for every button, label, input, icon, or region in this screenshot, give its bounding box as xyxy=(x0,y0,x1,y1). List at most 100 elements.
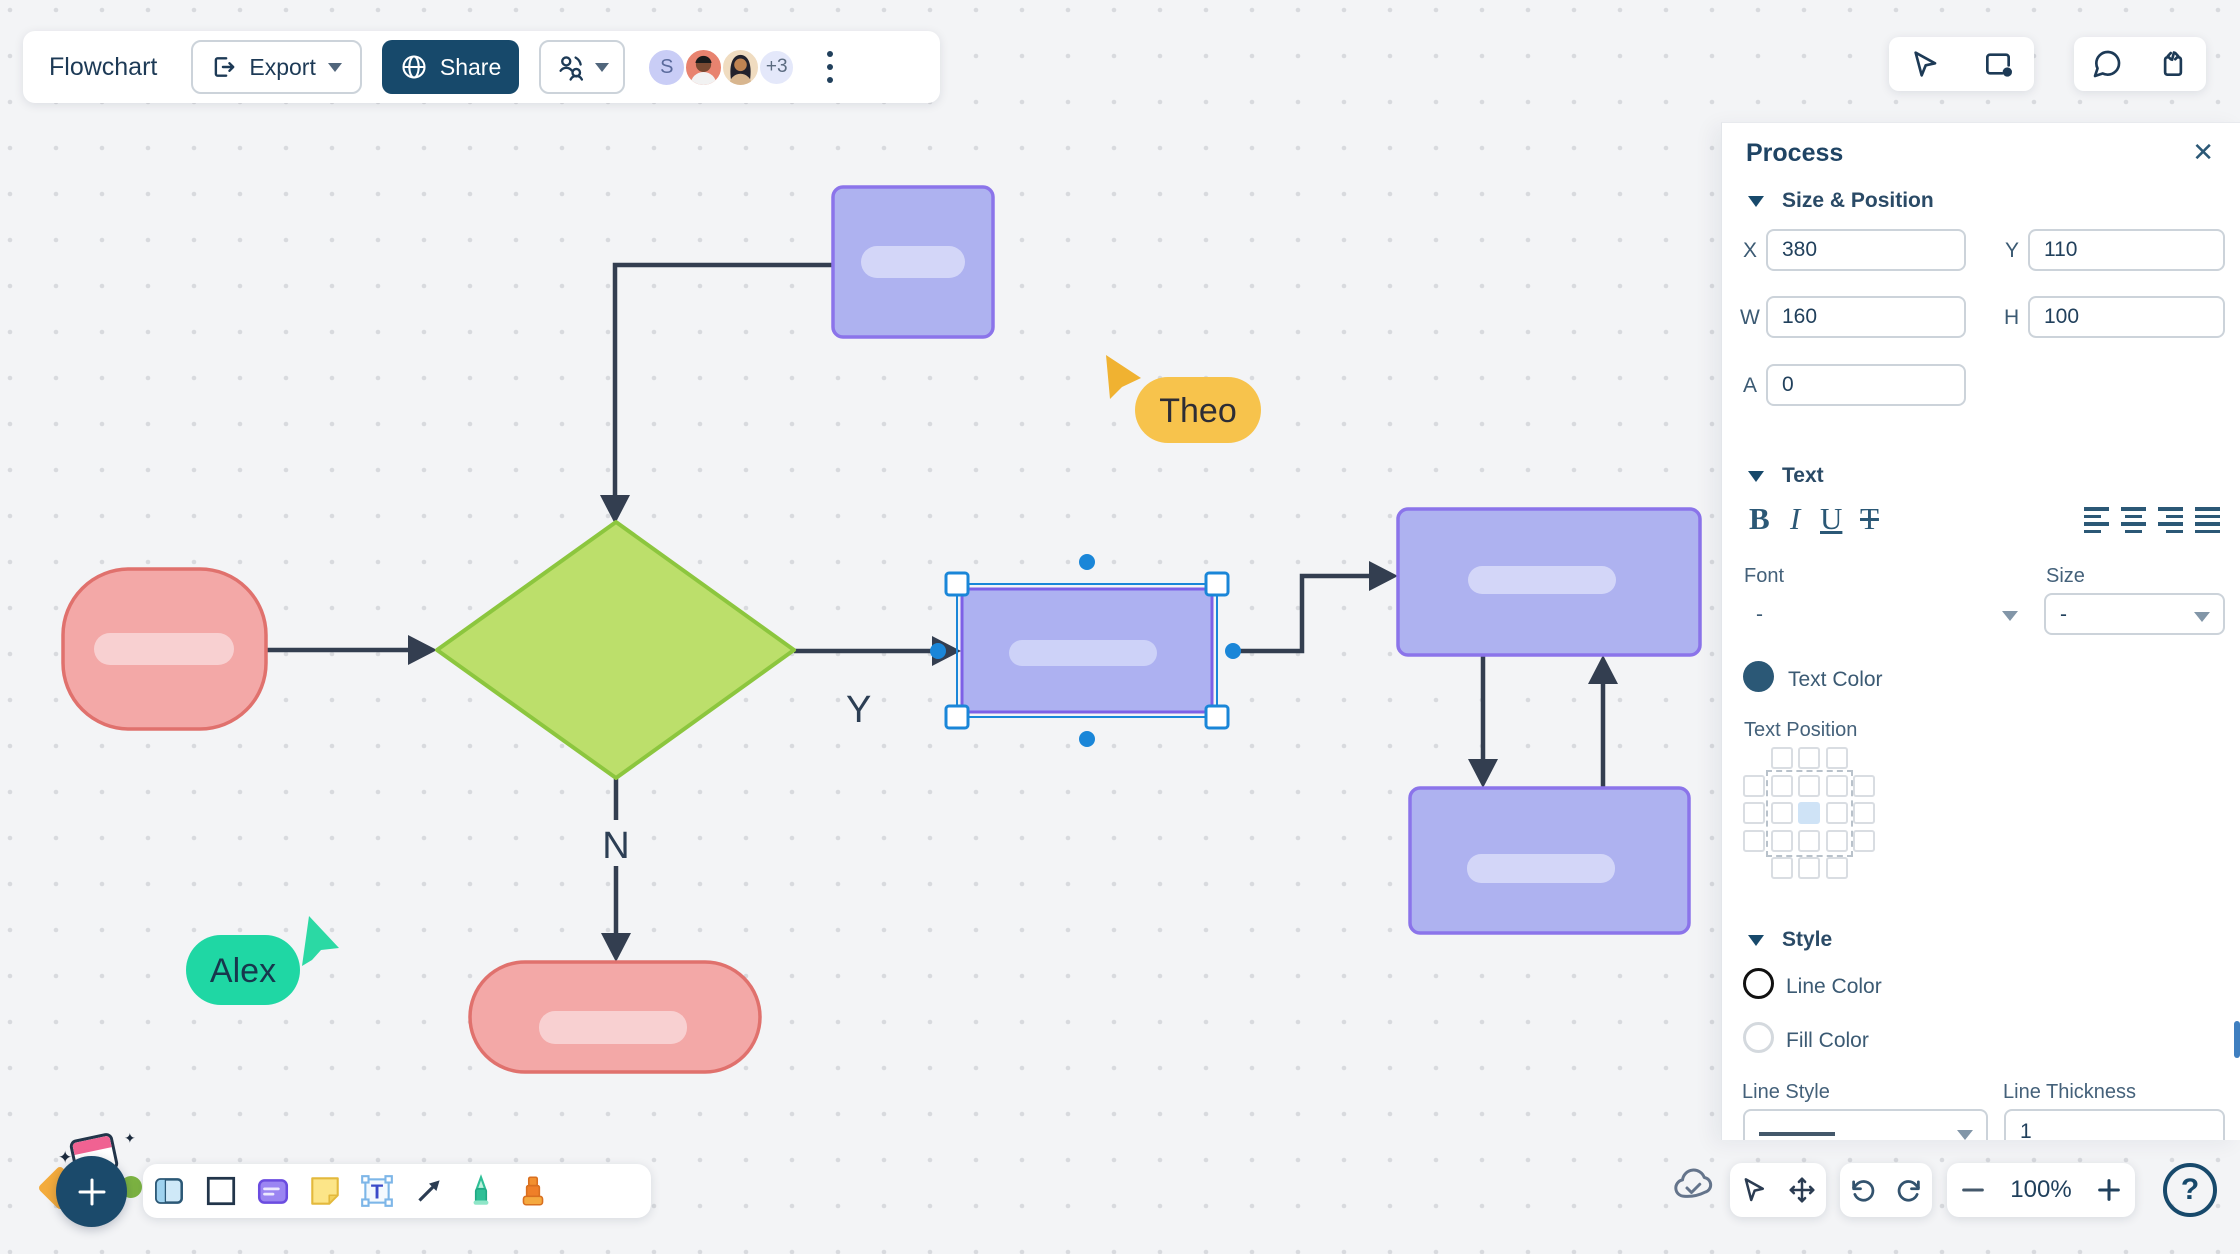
zoom-in-button[interactable] xyxy=(2095,1176,2123,1204)
collaborate-button[interactable] xyxy=(539,40,626,94)
align-left-button[interactable] xyxy=(2084,507,2109,533)
text-position-grid[interactable] xyxy=(1743,747,1875,879)
text-position-cell[interactable] xyxy=(1853,774,1875,797)
embed-code-button[interactable] xyxy=(2157,48,2189,80)
frame-tool-button[interactable] xyxy=(1982,48,2014,80)
help-button[interactable]: ? xyxy=(2163,1163,2217,1217)
align-right-button[interactable] xyxy=(2158,507,2183,533)
node-process-top[interactable] xyxy=(831,185,995,339)
node-decision[interactable] xyxy=(435,520,796,780)
a-input[interactable] xyxy=(1766,364,1966,406)
avatar-s[interactable]: S xyxy=(647,47,687,87)
selection-handle-sw[interactable] xyxy=(944,704,970,730)
highlighter-tool-button[interactable] xyxy=(455,1165,507,1217)
node-process-right-top[interactable] xyxy=(1396,507,1702,657)
line-thickness-input[interactable] xyxy=(2004,1109,2225,1140)
node-end[interactable] xyxy=(468,960,762,1074)
text-position-cell[interactable] xyxy=(1798,802,1820,824)
h-input[interactable] xyxy=(2028,296,2225,338)
arrow-selected-to-process3[interactable] xyxy=(1233,561,1398,654)
strikethrough-button[interactable]: T xyxy=(1860,501,1879,536)
text-position-cell[interactable] xyxy=(1770,802,1793,824)
text-position-cell[interactable] xyxy=(1770,774,1793,797)
scrollbar-thumb[interactable] xyxy=(2234,1021,2240,1058)
selection-handle-ne[interactable] xyxy=(1204,571,1230,597)
text-position-cell[interactable] xyxy=(1825,829,1848,852)
connector-dot-bottom[interactable] xyxy=(1079,731,1095,747)
x-input[interactable] xyxy=(1766,229,1966,271)
share-user-icon xyxy=(559,56,584,81)
card-tool-button[interactable] xyxy=(247,1165,299,1217)
fill-color-swatch[interactable] xyxy=(1743,1022,1774,1053)
text-position-cell[interactable] xyxy=(1743,774,1765,797)
arrow-decision-to-end[interactable] xyxy=(601,778,631,962)
text-position-cell[interactable] xyxy=(1825,774,1848,797)
select-mode-button[interactable] xyxy=(1739,1175,1769,1205)
text-position-cell[interactable] xyxy=(1770,747,1793,769)
connector-dot-left[interactable] xyxy=(930,643,946,659)
text-position-cell[interactable] xyxy=(1825,747,1848,769)
text-position-cell[interactable] xyxy=(1743,829,1765,852)
y-input[interactable] xyxy=(2028,229,2225,271)
comment-button[interactable] xyxy=(2091,48,2123,80)
text-position-cell[interactable] xyxy=(1798,774,1820,797)
text-position-cell[interactable] xyxy=(1743,802,1765,824)
zoom-level[interactable]: 100% xyxy=(2010,1176,2072,1203)
export-button[interactable]: Export xyxy=(191,40,362,94)
text-position-cell[interactable] xyxy=(1853,802,1875,824)
section-style[interactable]: Style xyxy=(1748,928,1832,952)
text-position-cell[interactable] xyxy=(1853,829,1875,852)
selection-handle-nw[interactable] xyxy=(944,571,970,597)
connector-tool-button[interactable] xyxy=(403,1165,455,1217)
connector-dot-top[interactable] xyxy=(1079,554,1095,570)
text-position-cell[interactable] xyxy=(1770,857,1793,879)
undo-button[interactable] xyxy=(1848,1175,1878,1205)
arrow-start-to-decision[interactable] xyxy=(266,635,437,665)
selection-handle-se[interactable] xyxy=(1204,704,1230,730)
pointer-tool-button[interactable] xyxy=(1909,48,1941,80)
node-start[interactable] xyxy=(61,567,268,731)
text-position-cell[interactable] xyxy=(1798,829,1820,852)
template-tool-button[interactable] xyxy=(143,1165,195,1217)
avatar-photo-1[interactable] xyxy=(684,47,724,87)
size-select[interactable]: - xyxy=(2044,593,2225,635)
node-process-right-bottom[interactable] xyxy=(1408,786,1691,935)
redo-button[interactable] xyxy=(1894,1175,1924,1205)
panel-close-button[interactable]: ✕ xyxy=(2192,137,2214,167)
arrow-topprocess-to-decision[interactable] xyxy=(600,262,833,524)
w-input[interactable] xyxy=(1766,296,1966,338)
bold-button[interactable]: B xyxy=(1749,501,1770,536)
pan-mode-button[interactable] xyxy=(1787,1175,1817,1205)
marker-tool-button[interactable] xyxy=(507,1165,559,1217)
section-size-position[interactable]: Size & Position xyxy=(1748,189,1934,213)
line-style-select[interactable] xyxy=(1743,1109,1988,1140)
align-justify-button[interactable] xyxy=(2195,507,2220,533)
decoration-sparkle: ✦ xyxy=(58,1148,73,1167)
rectangle-tool-button[interactable] xyxy=(195,1165,247,1217)
connector-dot-right[interactable] xyxy=(1225,643,1241,659)
sticky-note-tool-button[interactable] xyxy=(299,1165,351,1217)
text-position-cell[interactable] xyxy=(1798,747,1820,769)
arrow-process4-to-process3[interactable] xyxy=(1588,655,1618,788)
text-position-cell[interactable] xyxy=(1798,857,1820,879)
align-center-button[interactable] xyxy=(2121,507,2146,533)
more-options-button[interactable] xyxy=(827,51,834,83)
avatar-overflow[interactable]: +3 xyxy=(758,48,796,86)
line-color-swatch[interactable] xyxy=(1743,968,1774,999)
node-process-selected[interactable] xyxy=(960,587,1214,714)
underline-button[interactable]: U xyxy=(1820,501,1843,536)
share-label: Share xyxy=(439,53,502,80)
share-button[interactable]: Share xyxy=(381,40,520,94)
text-tool-button[interactable]: T xyxy=(351,1165,403,1217)
section-text[interactable]: Text xyxy=(1748,464,1824,488)
italic-button[interactable]: I xyxy=(1790,501,1801,536)
avatar-photo-2[interactable] xyxy=(721,47,761,87)
text-position-cell[interactable] xyxy=(1825,857,1848,879)
text-position-cell[interactable] xyxy=(1825,802,1848,824)
text-position-cell[interactable] xyxy=(1770,829,1793,852)
text-color-swatch[interactable] xyxy=(1743,661,1774,692)
arrow-process3-to-process4[interactable] xyxy=(1468,655,1498,788)
selection-overlay[interactable] xyxy=(930,554,1241,747)
zoom-out-button[interactable] xyxy=(1959,1176,1987,1204)
add-shape-button[interactable] xyxy=(56,1156,127,1227)
